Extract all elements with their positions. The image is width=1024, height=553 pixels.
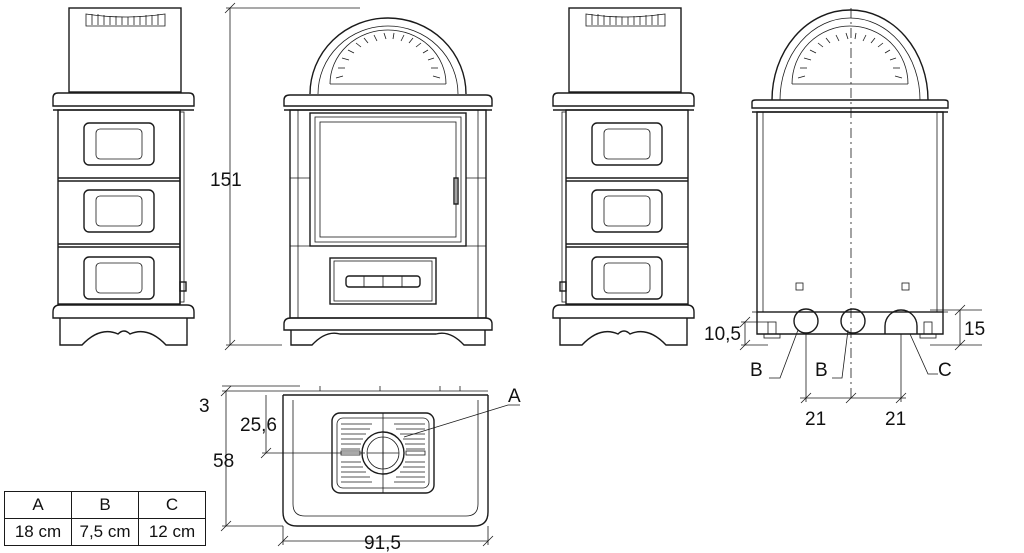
connection-diameter-table: A B C 18 cm 7,5 cm 12 cm [4, 491, 206, 546]
value-b: 7,5 cm [71, 518, 139, 546]
side-view-left [52, 7, 195, 346]
width-label: 91,5 [364, 533, 401, 553]
callout-b-right: B [815, 360, 828, 381]
header-c: C [138, 491, 206, 519]
rear-view [751, 8, 949, 400]
callout-c: C [938, 360, 952, 381]
callout-a: A [508, 386, 521, 407]
spacing-left-label: 21 [805, 409, 826, 430]
front-view [283, 17, 493, 346]
header-b: B [71, 491, 139, 519]
table-row: 18 cm 7,5 cm 12 cm [4, 518, 206, 546]
wall-gap-label: 3 [199, 396, 210, 417]
spacing-right-label: 21 [885, 409, 906, 430]
top-view [282, 386, 489, 527]
height-dimension [224, 2, 360, 351]
side-view-right [552, 7, 695, 346]
b-height-label: 10,5 [704, 324, 741, 345]
table-header-row: A B C [4, 491, 206, 519]
flue-offset-label: 25,6 [240, 415, 277, 436]
top-view-dimensions [220, 385, 520, 547]
header-a: A [4, 491, 72, 519]
rear-dimensions [739, 304, 982, 404]
callout-b-left: B [750, 360, 763, 381]
depth-label: 58 [213, 451, 234, 472]
height-label: 151 [210, 170, 242, 191]
c-height-label: 15 [964, 319, 985, 340]
value-c: 12 cm [138, 518, 206, 546]
value-a: 18 cm [4, 518, 72, 546]
rear-callout-leaders [769, 329, 938, 379]
